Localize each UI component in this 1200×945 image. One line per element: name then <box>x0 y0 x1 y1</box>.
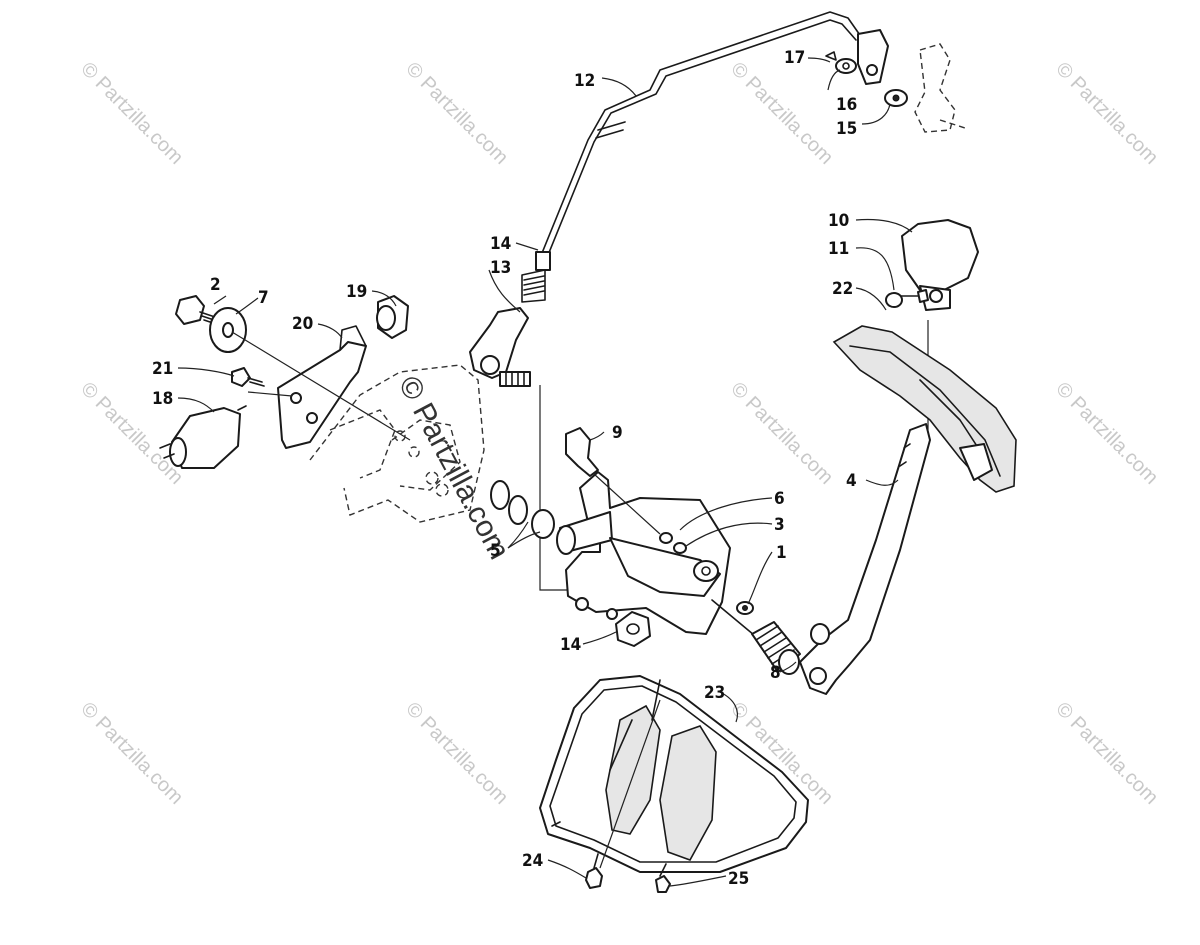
lever-boot[interactable] <box>832 325 1017 493</box>
upper-linkage[interactable] <box>825 29 966 133</box>
callout-19: 19 <box>346 282 367 302</box>
callout-9: 9 <box>612 423 623 443</box>
callout-4: 4 <box>846 471 857 491</box>
callout-8: 8 <box>770 663 781 683</box>
callout-11: 11 <box>828 239 849 259</box>
callout-2: 2 <box>210 275 221 295</box>
watermark: © Partzilla.com <box>76 58 187 169</box>
callout-17: 17 <box>784 48 805 68</box>
watermark: © Partzilla.com <box>1051 698 1162 809</box>
watermark: © Partzilla.com <box>76 698 187 809</box>
watermark: © Partzilla.com <box>401 698 512 809</box>
o-rings[interactable] <box>490 480 555 539</box>
callout-20: 20 <box>292 314 313 334</box>
watermark: © Partzilla.com <box>1051 58 1162 169</box>
callout-21: 21 <box>152 359 173 379</box>
callout-23: 23 <box>704 683 725 703</box>
hex-nut[interactable] <box>615 611 651 647</box>
ball-joint[interactable] <box>469 307 600 591</box>
watermark: © Partzilla.com <box>401 58 512 169</box>
callout-14-top: 14 <box>490 234 511 254</box>
callout-24: 24 <box>522 851 543 871</box>
callout-1: 1 <box>776 543 787 563</box>
washers[interactable] <box>659 532 754 615</box>
callout-10: 10 <box>828 211 849 231</box>
callout-3: 3 <box>774 515 785 535</box>
callout-6: 6 <box>774 489 785 509</box>
callout-7: 7 <box>258 288 269 308</box>
callout-numbers: 12 17 16 15 10 11 22 14 13 2 7 19 20 21 … <box>152 48 857 889</box>
callout-15: 15 <box>836 119 857 139</box>
callout-18: 18 <box>152 389 173 409</box>
callout-leaders <box>177 57 913 887</box>
callout-16: 16 <box>836 95 857 115</box>
callout-5: 5 <box>490 541 501 561</box>
callout-12: 12 <box>574 71 595 91</box>
callout-22: 22 <box>832 279 853 299</box>
spring[interactable] <box>711 599 801 675</box>
left-bracket-assembly[interactable] <box>159 295 411 469</box>
frame-reference <box>309 364 485 523</box>
callout-14-bottom: 14 <box>560 635 581 655</box>
watermark: © Partzilla.com <box>726 378 837 489</box>
watermark: © Partzilla.com <box>1051 378 1162 489</box>
shift-knob[interactable] <box>885 219 979 311</box>
watermark: © Partzilla.com <box>726 58 837 169</box>
shift-rod[interactable] <box>521 11 863 303</box>
pivot-bracket[interactable] <box>556 471 731 635</box>
callout-13: 13 <box>490 258 511 278</box>
screws[interactable] <box>585 699 671 893</box>
callout-25: 25 <box>728 869 749 889</box>
cover[interactable] <box>539 675 809 873</box>
